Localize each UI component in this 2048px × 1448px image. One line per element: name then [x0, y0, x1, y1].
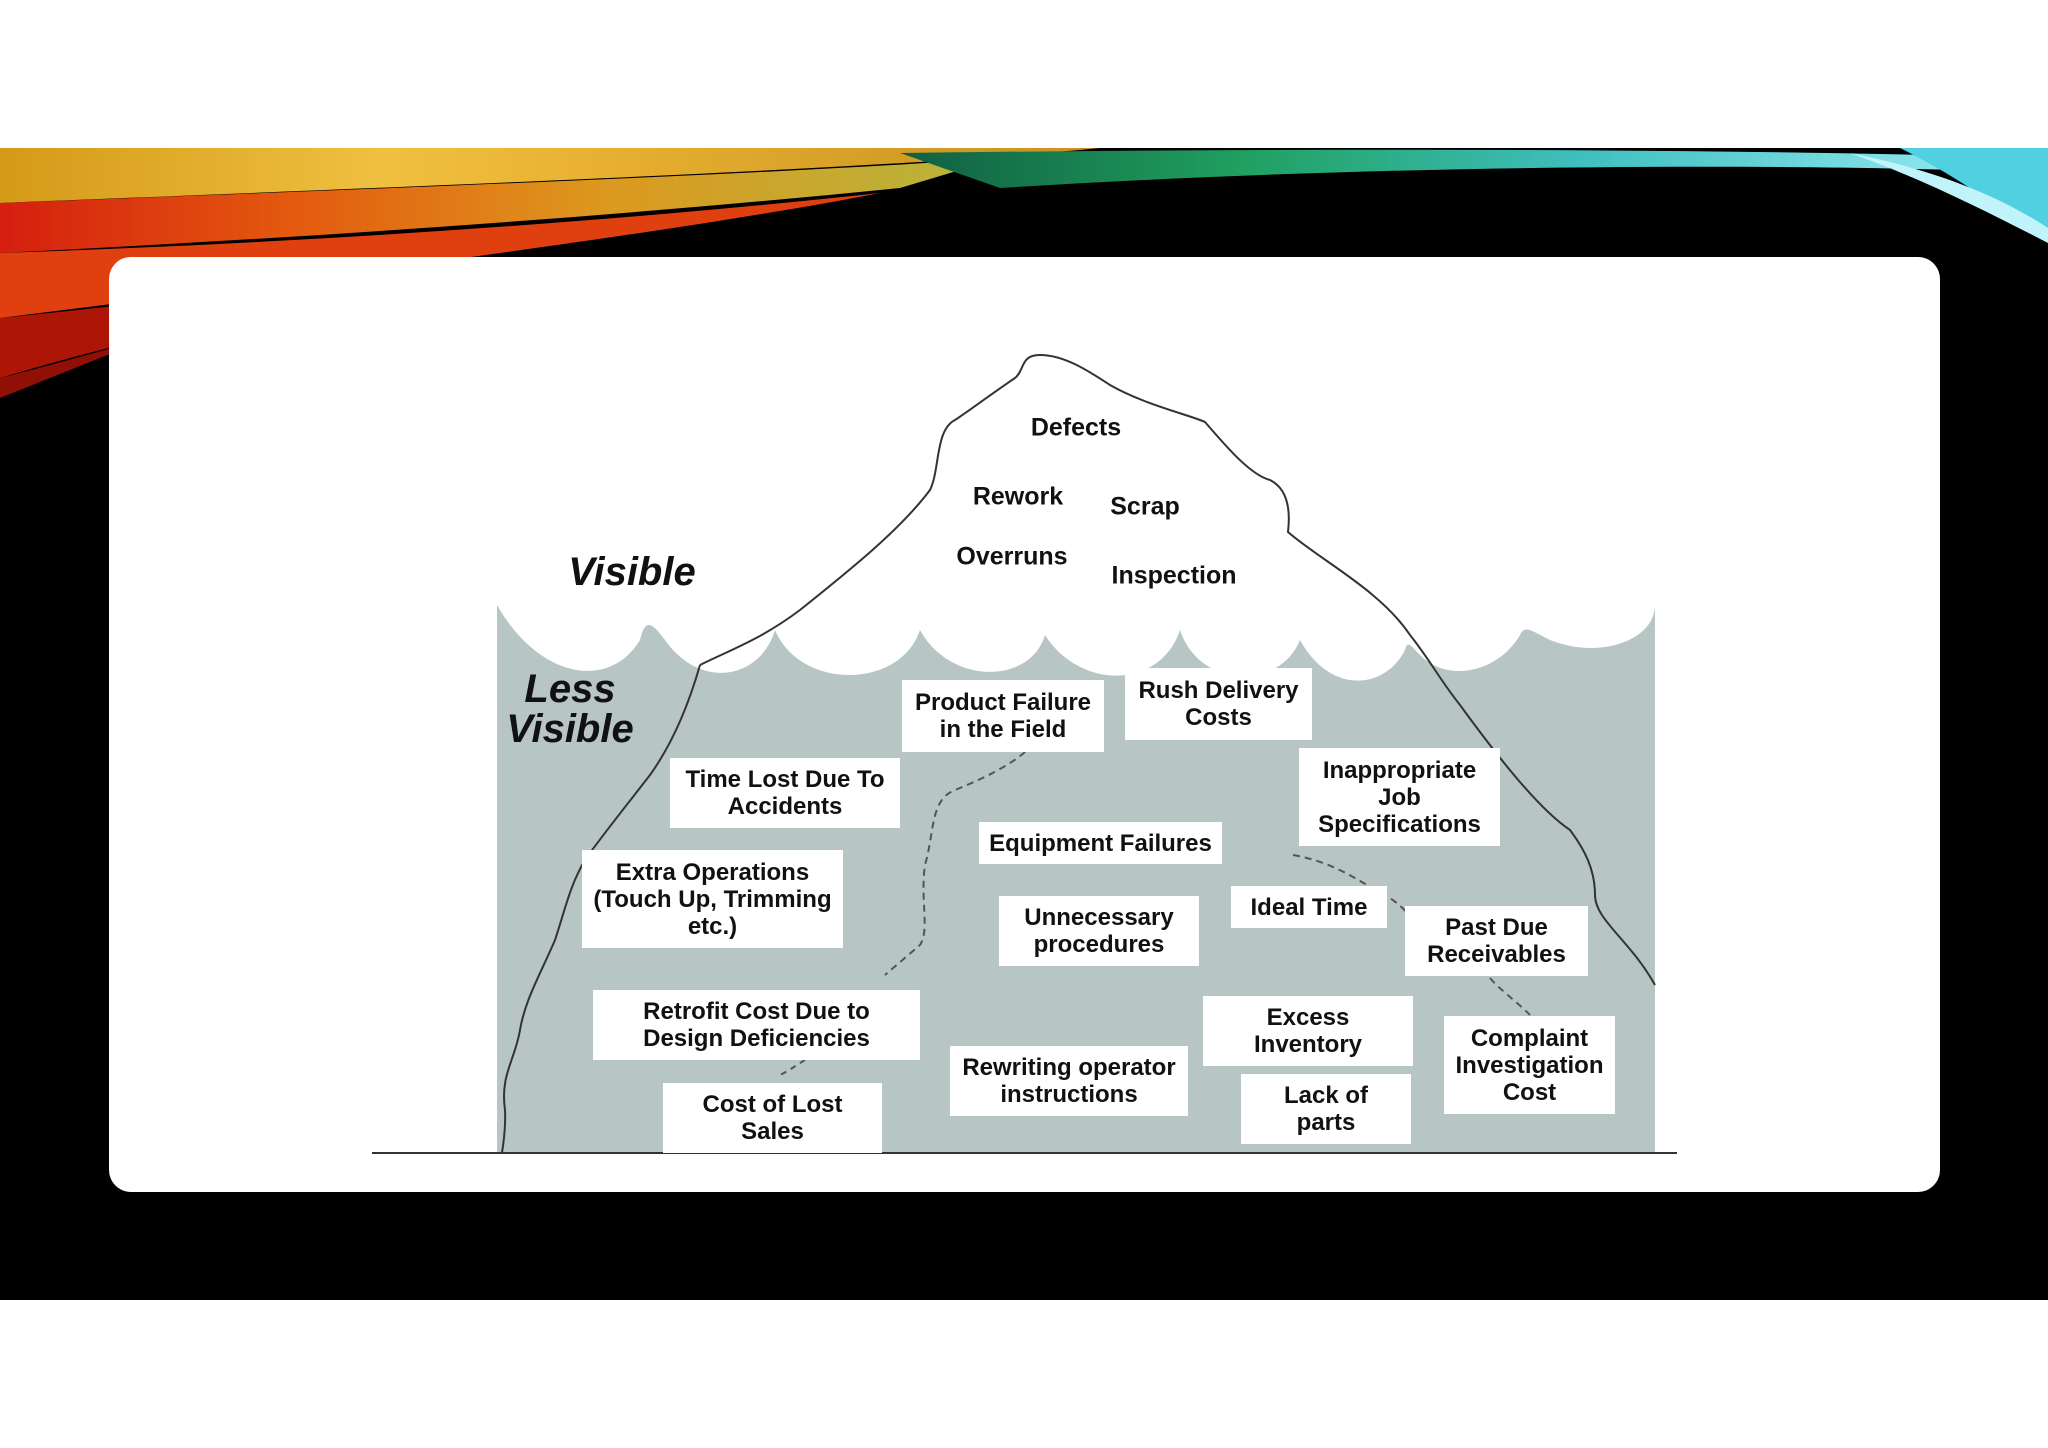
- box-cost-of-lost-sales-line-2: Sales: [741, 1118, 804, 1145]
- box-cost-of-lost-sales-line-1: Cost of Lost: [702, 1091, 843, 1118]
- box-excess-inventory: Excess Inventory: [1203, 996, 1413, 1066]
- box-inappropriate-job-line-3: Specifications: [1318, 810, 1481, 838]
- box-cost-of-lost-sales: Cost of Lost Sales: [663, 1083, 882, 1153]
- label-defects: Defects: [1030, 413, 1122, 442]
- box-complaint-investigation-line-2: Investigation: [1455, 1051, 1604, 1079]
- box-inappropriate-job-line-2: Job: [1378, 783, 1421, 811]
- box-retrofit-cost: Retrofit Cost Due to Design Deficiencies: [593, 990, 920, 1060]
- box-rush-delivery: Rush Delivery Costs: [1125, 668, 1312, 740]
- label-less-visible: Less Visible: [506, 669, 633, 749]
- label-scrap: Scrap: [1110, 492, 1180, 521]
- box-unnecessary-procedures-line-2: procedures: [1033, 931, 1165, 958]
- box-complaint-investigation-line-3: Cost: [1502, 1078, 1557, 1106]
- box-ideal-time-line-1: Ideal Time: [1250, 893, 1368, 921]
- dashed-crack-4: [779, 1059, 806, 1076]
- box-retrofit-cost-line-1: Retrofit Cost Due to: [643, 998, 870, 1025]
- box-excess-inventory-line-1: Excess: [1266, 1004, 1350, 1031]
- box-unnecessary-procedures-line-1: Unnecessary: [1024, 904, 1174, 931]
- box-rewriting-instructions: Rewriting operator instructions: [950, 1046, 1188, 1116]
- label-rework: Rework: [972, 482, 1064, 511]
- box-time-lost: Time Lost Due To Accidents: [670, 758, 900, 828]
- box-rewriting-instructions-line-2: instructions: [1000, 1081, 1138, 1108]
- box-product-failure: Product Failure in the Field: [902, 680, 1104, 752]
- box-rush-delivery-line-1: Rush Delivery: [1138, 677, 1299, 704]
- label-inspection: Inspection: [1111, 561, 1237, 590]
- box-extra-operations-line-3: etc.): [687, 912, 738, 940]
- box-inappropriate-job-line-1: Inappropriate: [1322, 756, 1477, 784]
- box-past-due-line-1: Past Due: [1445, 914, 1548, 941]
- box-lack-of-parts-line-2: parts: [1296, 1109, 1356, 1136]
- box-retrofit-cost-line-2: Design Deficiencies: [643, 1025, 870, 1052]
- box-equipment-failures: Equipment Failures: [979, 822, 1222, 864]
- label-visible: Visible: [568, 550, 696, 594]
- iceberg-outline-left: [501, 664, 701, 1154]
- box-time-lost-line-1: Time Lost Due To: [685, 766, 885, 793]
- box-rewriting-instructions-line-1: Rewriting operator: [962, 1054, 1176, 1081]
- box-ideal-time: Ideal Time: [1231, 886, 1387, 928]
- box-time-lost-line-2: Accidents: [727, 793, 843, 820]
- box-extra-operations-line-2: (Touch Up, Trimming: [593, 885, 832, 913]
- box-extra-operations: Extra Operations (Touch Up, Trimming etc…: [582, 850, 843, 948]
- box-past-due: Past Due Receivables: [1405, 906, 1588, 976]
- dashed-crack-1: [884, 751, 1026, 976]
- box-lack-of-parts: Lack of parts: [1241, 1074, 1411, 1144]
- box-rush-delivery-line-2: Costs: [1185, 704, 1252, 731]
- box-equipment-failures-line-1: Equipment Failures: [989, 829, 1212, 857]
- box-product-failure-line-1: Product Failure: [914, 689, 1092, 716]
- box-lack-of-parts-line-1: Lack of: [1283, 1082, 1369, 1109]
- box-excess-inventory-line-2: Inventory: [1253, 1031, 1363, 1058]
- dashed-crack-3: [1489, 977, 1531, 1016]
- box-inappropriate-job: Inappropriate Job Specifications: [1299, 748, 1500, 846]
- box-extra-operations-line-1: Extra Operations: [615, 858, 810, 886]
- box-complaint-investigation-line-1: Complaint: [1470, 1024, 1589, 1052]
- label-less-visible-line-1: Less: [524, 667, 616, 711]
- iceberg-outline: [699, 353, 1656, 986]
- box-past-due-line-2: Receivables: [1427, 941, 1566, 968]
- label-less-visible-line-2: Visible: [506, 707, 634, 751]
- box-unnecessary-procedures: Unnecessary procedures: [999, 896, 1199, 966]
- box-product-failure-line-2: in the Field: [939, 716, 1067, 743]
- box-complaint-investigation: Complaint Investigation Cost: [1444, 1016, 1615, 1114]
- label-overruns: Overruns: [956, 542, 1068, 571]
